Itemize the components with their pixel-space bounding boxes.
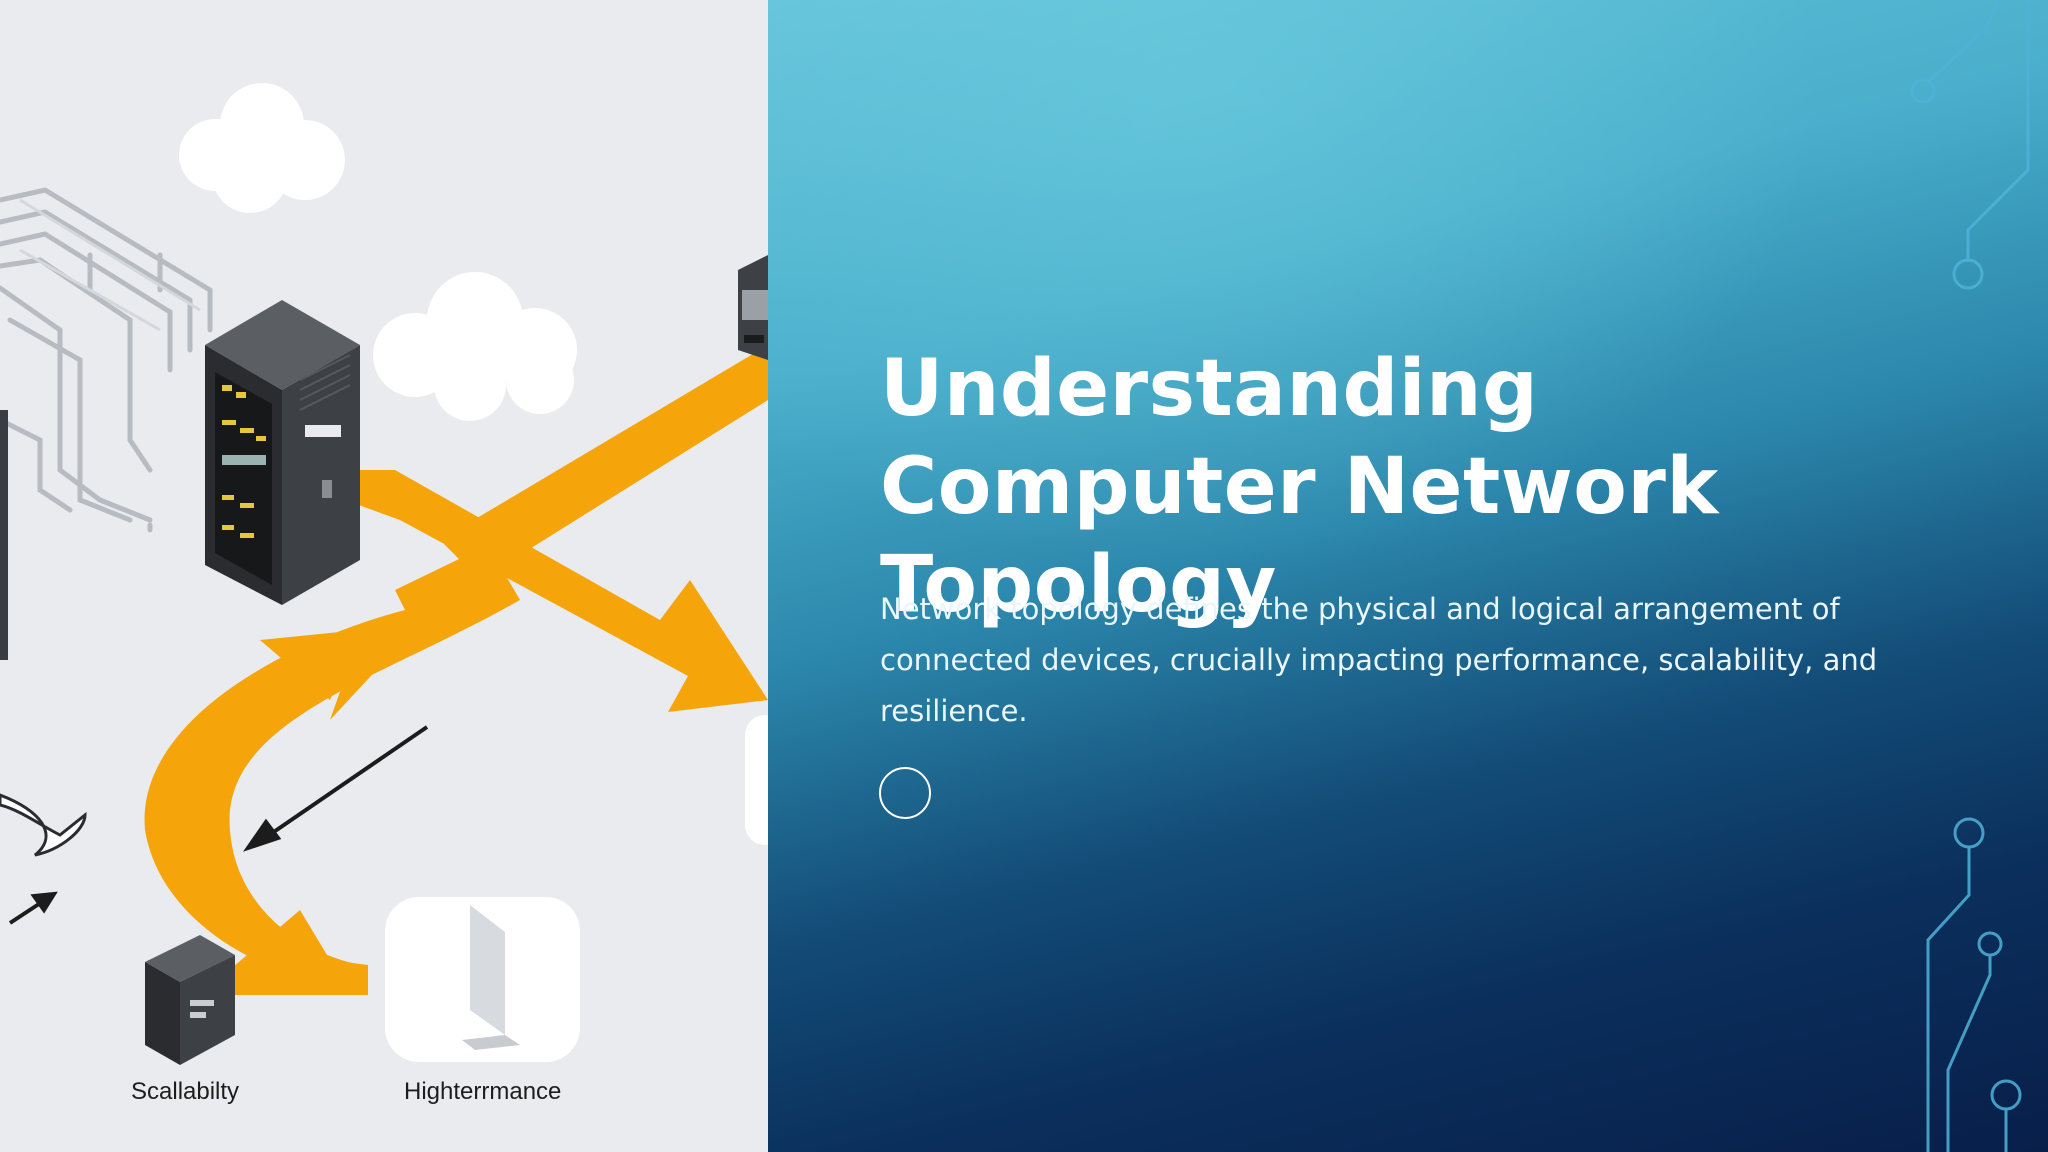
circuit-node-icon <box>1990 1079 2022 1111</box>
content-panel: Understanding Computer Network Topology … <box>768 0 2048 1152</box>
circuit-line <box>1926 0 2000 84</box>
arrow-icon <box>8 725 429 925</box>
router-icon <box>385 897 580 1062</box>
cable-bundle-icon <box>0 187 213 533</box>
circuit-node-icon <box>1977 931 2003 957</box>
circuit-decoration <box>1910 0 2030 1152</box>
slide-body: Network topology defines the physical an… <box>880 592 1878 728</box>
label-performance: Highterrmance <box>404 1078 562 1105</box>
circuit-node-icon <box>1953 817 1985 849</box>
circuit-line <box>1966 0 2030 262</box>
cable-bundle-shadow <box>19 198 201 332</box>
small-server-icon <box>145 935 235 1065</box>
partial-tile <box>745 715 768 845</box>
server-rack-icon <box>738 255 768 360</box>
circuit-line <box>1946 955 1992 1152</box>
illustration-panel: Scallabilty Highterrmance <box>0 0 768 1152</box>
arrow-icon <box>144 345 768 995</box>
circuit-node-icon <box>1952 258 1984 290</box>
partial-device-icon <box>0 410 8 660</box>
cloud-icon <box>179 83 345 213</box>
server-rack-icon <box>205 300 360 605</box>
cloud-icon <box>373 272 577 421</box>
label-scalability: Scallabilty <box>131 1078 240 1105</box>
network-illustration <box>0 83 768 1065</box>
slide-title: Understanding Computer Network Topology <box>880 344 1719 630</box>
circuit-node-icon <box>1910 78 1936 104</box>
circuit-line <box>1926 848 1971 1152</box>
swoosh-icon <box>0 793 87 857</box>
circle-button[interactable] <box>879 767 931 819</box>
